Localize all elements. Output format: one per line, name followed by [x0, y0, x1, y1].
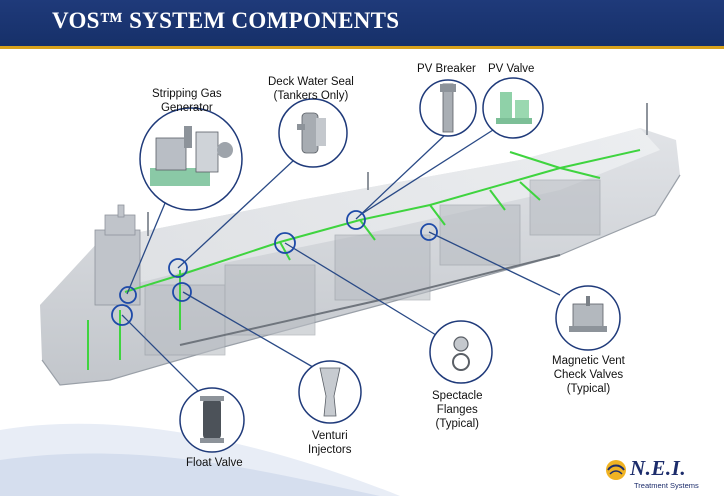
label-line: Venturi Injectors [308, 430, 352, 456]
label-magnetic-vent-check-valves: Magnetic Vent Check Valves (Typical) [552, 354, 625, 396]
page-title: VOS™ SYSTEM COMPONENTS [52, 8, 400, 33]
label-line: Stripping Gas Generator [152, 88, 222, 114]
label-spectacle-flanges: Spectacle Flanges (Typical) [432, 389, 483, 431]
background-swoosh [0, 423, 400, 496]
label-stripping-gas-generator: Stripping Gas Generator [152, 87, 222, 115]
vent-piping [87, 149, 641, 370]
label-pv-valve: PV Valve [488, 62, 534, 76]
callout-leaders [121, 129, 561, 399]
logo-name: N.E.I. [630, 456, 687, 480]
float-valve-callout [179, 387, 245, 453]
company-logo: N.E.I. Treatment Systems [604, 456, 720, 494]
magnetic-vent-check-valves-callout [555, 285, 621, 351]
label-line: Float Valve [186, 457, 243, 469]
label-float-valve: Float Valve [186, 456, 243, 470]
ship-hull [40, 103, 681, 386]
label-line: PV Breaker [417, 63, 476, 75]
sun-logo-icon [606, 460, 626, 480]
on-ship-markers [111, 210, 438, 326]
label-pv-breaker: PV Breaker [417, 62, 476, 76]
venturi-injectors-callout [298, 360, 362, 424]
deck-water-seal-callout [278, 98, 348, 168]
title-bar: VOS™ SYSTEM COMPONENTS [0, 0, 724, 49]
label-deck-water-seal: Deck Water Seal (Tankers Only) [268, 75, 354, 103]
stripping-gas-generator-callout [139, 107, 243, 211]
label-line: Spectacle Flanges (Typical) [432, 390, 483, 430]
tanker-diagram [40, 77, 681, 453]
spectacle-flanges-callout [429, 320, 493, 384]
pv-breaker-callout [419, 79, 477, 137]
pv-valve-callout [482, 77, 544, 139]
label-line: Magnetic Vent Check Valves (Typical) [552, 355, 625, 395]
label-line: Deck Water Seal (Tankers Only) [268, 76, 354, 102]
label-line: PV Valve [488, 63, 535, 75]
logo-tagline: Treatment Systems [634, 481, 699, 490]
label-venturi-injectors: Venturi Injectors [308, 429, 351, 457]
